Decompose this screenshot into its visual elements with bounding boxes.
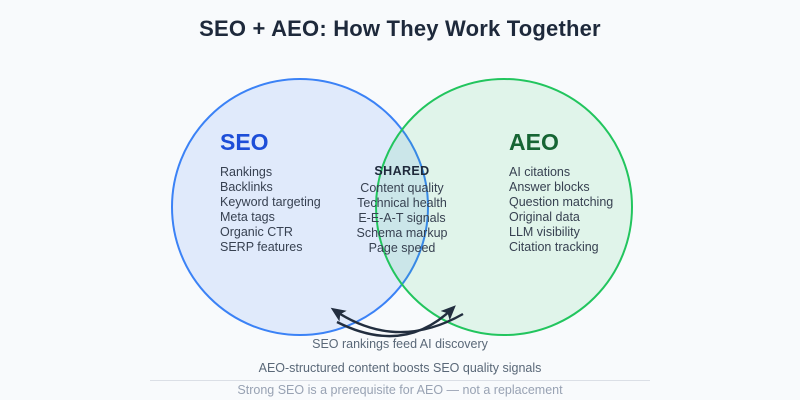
list-item: Page speed xyxy=(368,241,436,255)
list-item: Technical health xyxy=(357,196,447,210)
list-item: Answer blocks xyxy=(509,180,590,194)
list-item: Meta tags xyxy=(220,210,275,224)
divider xyxy=(150,380,650,381)
shared-heading: SHARED xyxy=(374,164,430,178)
list-item: Rankings xyxy=(220,165,273,179)
list-item: Original data xyxy=(509,210,580,224)
list-item: Citation tracking xyxy=(509,240,599,254)
list-item: E-E-A-T signals xyxy=(358,211,446,225)
list-item: Organic CTR xyxy=(220,225,293,239)
list-item: Schema markup xyxy=(356,226,448,240)
footer-caption: Strong SEO is a prerequisite for AEO — n… xyxy=(237,383,563,397)
aeo-heading: AEO xyxy=(509,129,559,155)
seo-heading: SEO xyxy=(220,129,269,155)
page-title: SEO + AEO: How They Work Together xyxy=(199,16,601,41)
list-item: Question matching xyxy=(509,195,614,209)
list-item: Backlinks xyxy=(220,180,273,194)
list-item: Content quality xyxy=(360,181,444,195)
list-item: AI citations xyxy=(509,165,571,179)
list-item: SERP features xyxy=(220,240,303,254)
arrow-caption: SEO rankings feed AI discovery xyxy=(312,337,488,351)
aeo-circle xyxy=(375,78,633,336)
list-item: LLM visibility xyxy=(509,225,580,239)
list-item: Keyword targeting xyxy=(220,195,321,209)
boost-caption: AEO-structured content boosts SEO qualit… xyxy=(258,361,542,375)
